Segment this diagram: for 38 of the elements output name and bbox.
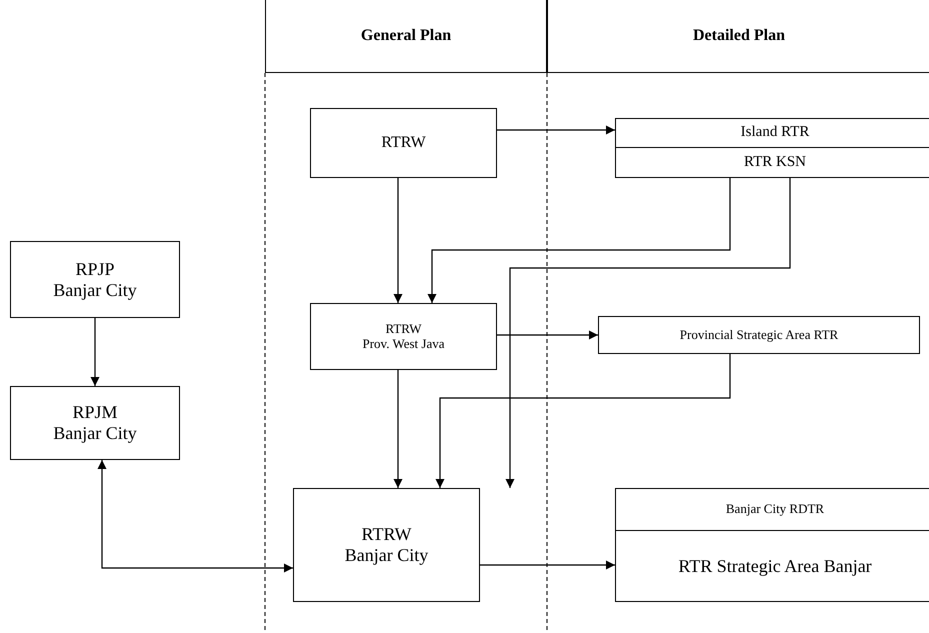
arrow	[394, 178, 402, 303]
plan-box	[615, 530, 929, 602]
box-text: Island RTR	[740, 124, 810, 142]
box-text: Prov. West Java	[362, 336, 444, 352]
arrow	[428, 178, 731, 303]
plan-box	[310, 303, 497, 370]
box-text: RTR Strategic Area Banjar	[678, 556, 872, 576]
column-header	[265, 0, 547, 73]
box-text: Banjar City	[53, 280, 137, 300]
column-header	[547, 0, 929, 73]
plan-box	[615, 118, 929, 148]
plan-box	[598, 316, 920, 354]
box-text: RTRW	[381, 134, 426, 152]
box-text: RTR KSN	[744, 154, 806, 172]
arrow	[506, 178, 791, 488]
box-text: RPJM	[72, 402, 118, 423]
arrow	[90, 318, 100, 386]
box-text: Detailed Plan	[693, 26, 785, 46]
box-text: RPJP	[75, 258, 115, 280]
box-text: RTRW	[362, 524, 412, 545]
box-text: Banjar City	[53, 423, 137, 444]
arrow	[436, 354, 731, 488]
plan-box	[615, 488, 929, 531]
plan-box	[310, 108, 497, 178]
arrow	[480, 560, 615, 570]
plan-box	[615, 147, 929, 178]
plan-box	[293, 488, 480, 602]
box-text: General Plan	[360, 26, 452, 46]
plan-box	[10, 241, 180, 318]
arrow	[98, 460, 293, 572]
box-text: Banjar City RDTR	[726, 502, 824, 517]
plan-box	[10, 386, 180, 460]
arrow	[497, 126, 615, 134]
arrow	[394, 370, 402, 488]
box-text: RTRW	[385, 322, 422, 336]
arrow	[497, 330, 598, 340]
box-text: Provincial Strategic Area RTR	[680, 328, 838, 342]
box-text: Banjar City	[344, 545, 428, 566]
